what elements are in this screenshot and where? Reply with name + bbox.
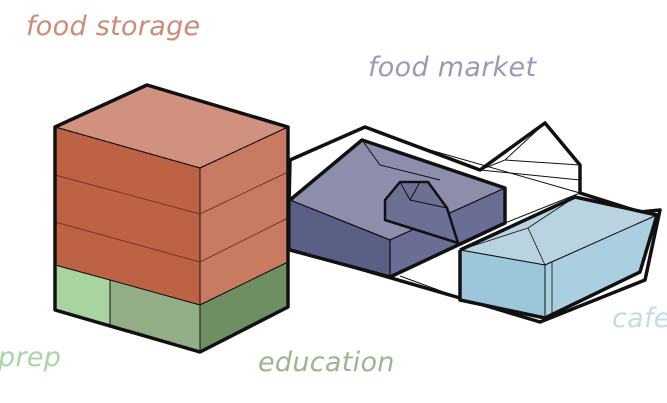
outline: [53, 83, 659, 354]
food-market-volume: [288, 139, 507, 278]
label-food-market: food market: [368, 52, 537, 83]
label-food-storage: food storage: [26, 11, 201, 42]
label-cafe: cafe: [612, 303, 667, 334]
cafe-volume: [458, 196, 659, 319]
label-prep: prep: [0, 342, 62, 373]
label-education: education: [258, 347, 395, 378]
tower-base: [54, 261, 289, 353]
